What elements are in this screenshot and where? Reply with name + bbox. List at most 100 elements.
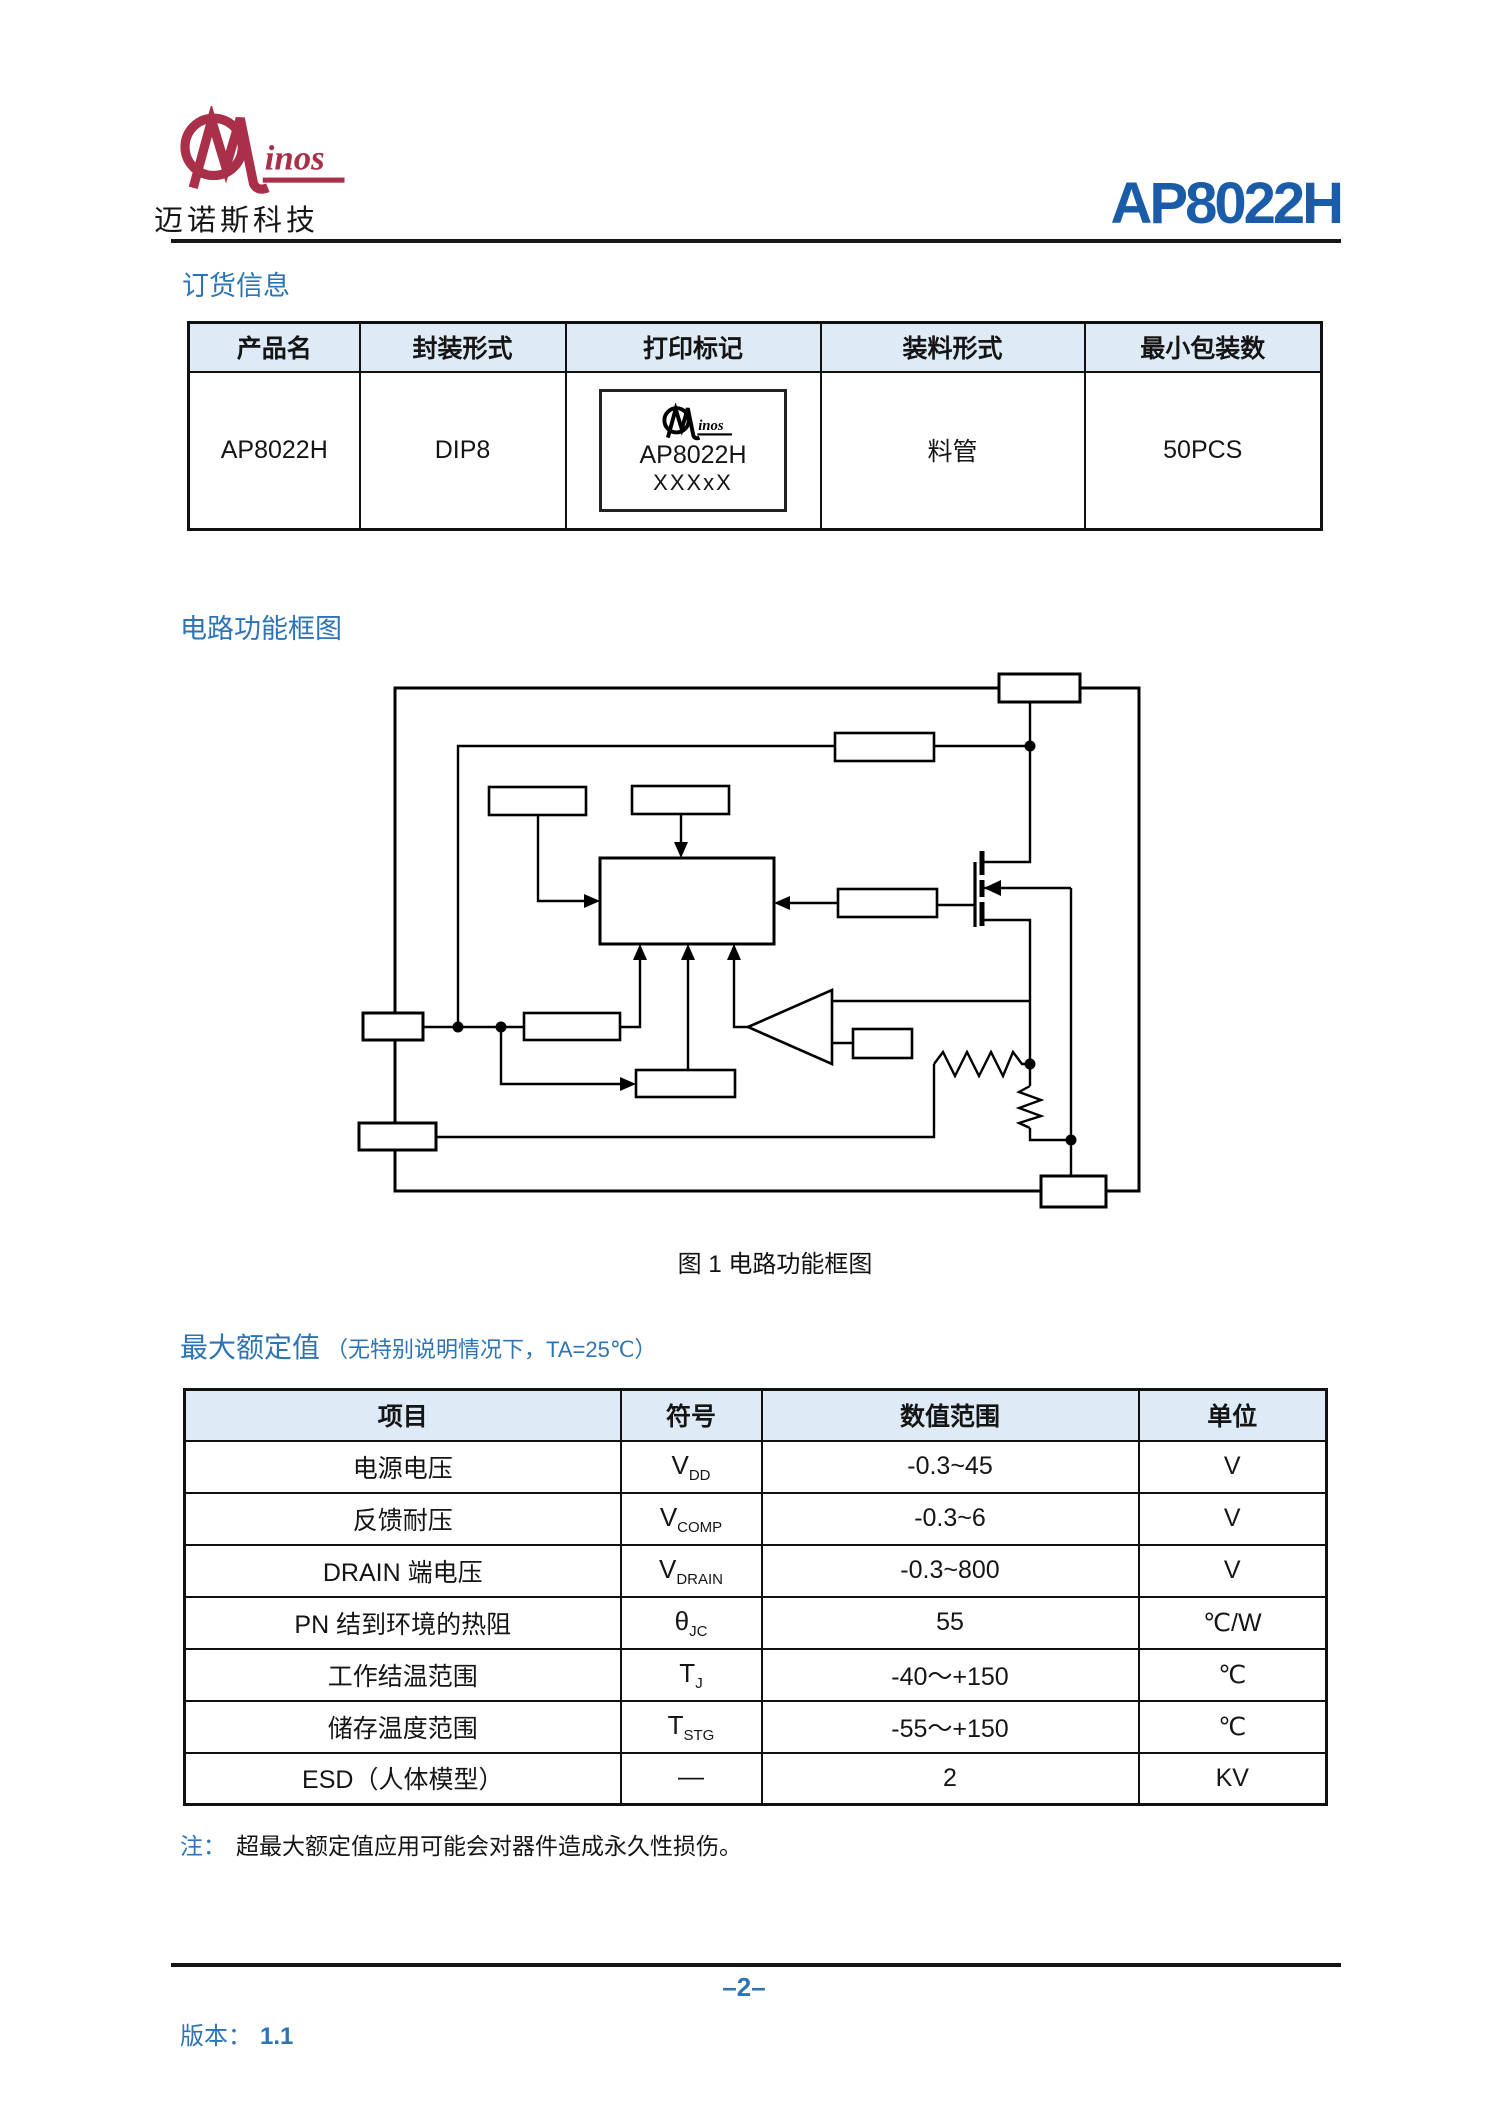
cell-material: 料管 — [819, 370, 1086, 531]
ic-boundary — [393, 686, 1141, 1193]
cell-range: -40～+150 — [760, 1647, 1140, 1702]
cell-range: 2 — [760, 1751, 1140, 1806]
block-box — [522, 1011, 622, 1042]
col-header-material: 装料形式 — [819, 321, 1086, 373]
cell-package: DIP8 — [358, 370, 567, 531]
ratings-heading-main: 最大额定值 — [180, 1332, 321, 1363]
cell-unit: KV — [1137, 1751, 1328, 1806]
pin-box-left-2 — [357, 1121, 438, 1152]
cell-unit: V — [1137, 1439, 1328, 1494]
version-label: 版本： — [180, 2023, 252, 2050]
cell-unit: V — [1137, 1543, 1328, 1598]
max-ratings-table: 项目 符号 数值范围 单位 电源电压 VDD -0.3~45 V 反馈耐压 VC… — [183, 1388, 1328, 1806]
version-line: 版本： 1.1 — [180, 2016, 293, 2051]
cell-range: 55 — [760, 1595, 1140, 1650]
cell-item: DRAIN 端电压 — [183, 1543, 622, 1598]
cell-min-pack: 50PCS — [1083, 370, 1323, 531]
cell-item: 电源电压 — [183, 1439, 622, 1494]
function-blocks — [487, 731, 939, 1099]
version-value: 1.1 — [260, 2023, 294, 2050]
header-rule — [171, 239, 1341, 243]
page-title: AP8022H — [1110, 171, 1344, 236]
cell-symbol: TSTG — [619, 1699, 763, 1754]
cell-range: -0.3~800 — [760, 1543, 1140, 1598]
page-number: –2– — [722, 1972, 766, 2002]
pin-box-top — [997, 672, 1082, 704]
col-header-mark: 打印标记 — [564, 321, 822, 373]
note-text: 超最大额定值应用可能会对器件造成永久性损伤。 — [236, 1833, 742, 1859]
cell-symbol: — — [619, 1751, 763, 1806]
ratings-heading-note: （无特别说明情况下，TA=25℃） — [326, 1337, 657, 1362]
cell-unit: V — [1137, 1491, 1328, 1546]
control-block — [598, 856, 776, 946]
ordering-info-table: 产品名 封装形式 打印标记 装料形式 最小包装数 AP8022H DIP8 AP… — [187, 321, 1323, 531]
cell-range: -0.3~45 — [760, 1439, 1140, 1494]
diagram-caption: 图 1 电路功能框图 — [677, 1251, 873, 1278]
ratings-heading: 最大额定值 （无特别说明情况下，TA=25℃） — [180, 1331, 657, 1365]
cell-item: PN 结到环境的热阻 — [183, 1595, 622, 1650]
ordering-info-heading: 订货信息 — [182, 271, 290, 301]
mosfet — [973, 851, 985, 927]
resistor-vertical — [1015, 1084, 1045, 1130]
cell-item: 反馈耐压 — [183, 1491, 622, 1546]
wires — [393, 686, 1141, 1193]
block-diagram — [357, 672, 1141, 1209]
resistor-horizontal — [933, 1049, 1030, 1079]
table-header-row: 项目 符号 数值范围 单位 — [183, 1388, 1328, 1442]
cell-item: 储存温度范围 — [183, 1699, 622, 1754]
block-box — [833, 731, 936, 763]
junction-dots — [452, 740, 1077, 1146]
company-name: 迈诺斯科技 — [154, 205, 320, 237]
footer-rule — [171, 1963, 1341, 1967]
cell-item: 工作结温范围 — [183, 1647, 622, 1702]
cell-symbol: VDD — [619, 1439, 763, 1494]
table-row: 工作结温范围 TJ -40～+150 ℃ — [183, 1647, 1328, 1702]
cell-symbol: VCOMP — [619, 1491, 763, 1546]
cell-range: -55～+150 — [760, 1699, 1140, 1754]
col-header-item: 项目 — [183, 1388, 622, 1442]
col-header-product: 产品名 — [187, 321, 361, 373]
minos-logo — [150, 106, 355, 198]
pin-box-bottom — [1039, 1174, 1108, 1209]
print-mark-box: AP8022H XXXxX — [599, 388, 787, 512]
block-box — [630, 784, 731, 816]
cell-mark: AP8022H XXXxX — [564, 370, 822, 531]
col-header-unit: 单位 — [1137, 1388, 1328, 1442]
block-box — [634, 1068, 737, 1099]
note-label: 注： — [180, 1833, 226, 1859]
table-row: 反馈耐压 VCOMP -0.3~6 V — [183, 1491, 1328, 1546]
table-row: DRAIN 端电压 VDRAIN -0.3~800 V — [183, 1543, 1328, 1598]
cell-symbol: TJ — [619, 1647, 763, 1702]
col-header-package: 封装形式 — [358, 321, 567, 373]
table-row: 储存温度范围 TSTG -55～+150 ℃ — [183, 1699, 1328, 1754]
cell-item: ESD（人体模型） — [183, 1751, 622, 1806]
table-row: ESD（人体模型） — 2 KV — [183, 1751, 1328, 1806]
table-row: 电源电压 VDD -0.3~45 V — [183, 1439, 1328, 1494]
ratings-note: 注： 超最大额定值应用可能会对器件造成永久性损伤。 — [180, 1827, 742, 1861]
mosfet-body-arrow — [984, 880, 1001, 896]
mark-lot-code: XXXxX — [653, 470, 733, 496]
block-box — [836, 887, 939, 919]
cell-product: AP8022H — [187, 370, 361, 531]
comparator — [744, 988, 834, 1066]
cell-unit: ℃/W — [1137, 1595, 1328, 1650]
col-header-symbol: 符号 — [619, 1388, 763, 1442]
mark-part-number: AP8022H — [639, 440, 747, 469]
table-header-row: 产品名 封装形式 打印标记 装料形式 最小包装数 — [187, 321, 1323, 373]
table-row: PN 结到环境的热阻 θJC 55 ℃/W — [183, 1595, 1328, 1650]
diagram-heading: 电路功能框图 — [180, 614, 342, 644]
block-box — [851, 1027, 914, 1060]
cell-unit: ℃ — [1137, 1647, 1328, 1702]
block-box — [487, 785, 588, 817]
cell-unit: ℃ — [1137, 1699, 1328, 1754]
table-row: AP8022H DIP8 AP8022H XXXxX 料管 50PCS — [187, 370, 1323, 531]
col-header-min-pack: 最小包装数 — [1083, 321, 1323, 373]
pin-box-left-1 — [361, 1011, 425, 1042]
col-header-range: 数值范围 — [760, 1388, 1140, 1442]
minos-logo-small — [649, 403, 737, 442]
cell-symbol: θJC — [619, 1595, 763, 1650]
cell-symbol: VDRAIN — [619, 1543, 763, 1598]
cell-range: -0.3~6 — [760, 1491, 1140, 1546]
arrowheads — [584, 842, 790, 1091]
